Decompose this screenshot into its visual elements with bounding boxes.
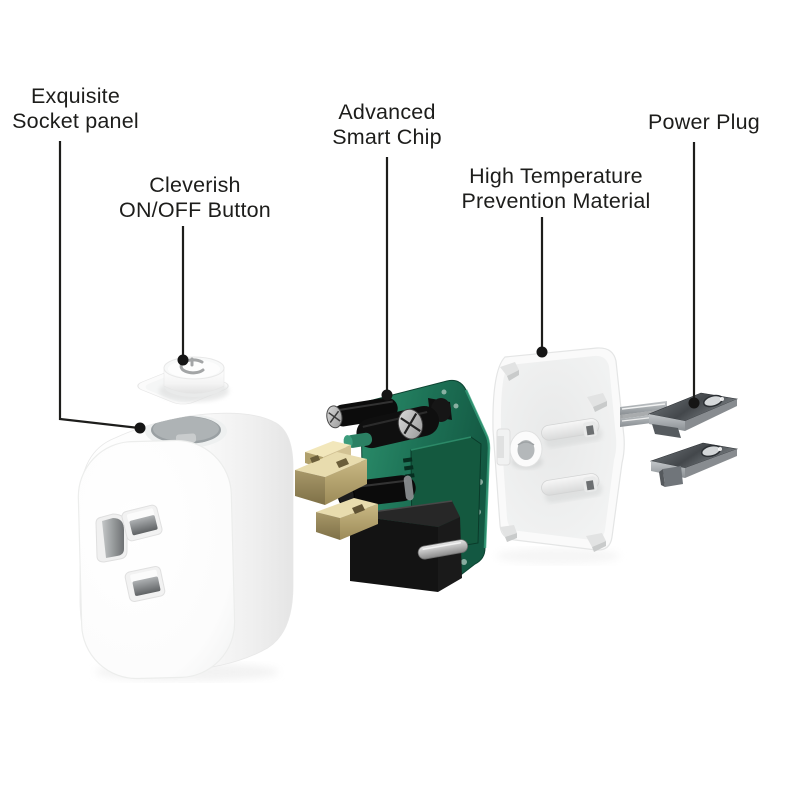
corner-clip-bottom-right (586, 533, 606, 552)
contact-slot (310, 455, 320, 463)
brass-contact-upper (295, 441, 367, 505)
callout-dots (134, 346, 700, 434)
corner-clip-top-right (587, 393, 607, 412)
onoff-button (137, 356, 229, 405)
plug-body (77, 412, 294, 681)
smart-chip-callout-dot (381, 389, 393, 401)
socket-panel-callout-line (58, 141, 140, 430)
label-line: Prevention Material (461, 189, 651, 213)
back-plate (492, 347, 625, 564)
back-plate-shadow (496, 548, 620, 564)
boss-slot-hole (586, 480, 595, 491)
socket-panel-callout-dot (134, 422, 146, 434)
boss-bar-lower (541, 473, 603, 503)
label-onoff-button: Cleverish ON/OFF Button (105, 173, 285, 223)
power-symbol-icon (179, 357, 205, 375)
side-bracket (496, 428, 511, 466)
label-socket-panel: Exquisite Socket panel (0, 84, 153, 134)
relay-box (349, 500, 462, 592)
top-recess (145, 414, 227, 448)
prong-lower (649, 442, 739, 487)
high-temp-callout-dot (536, 346, 548, 358)
label-high-temp-material: High Temperature Prevention Material (451, 164, 661, 214)
socket-panel-face (77, 439, 236, 680)
boss-slot-hole (586, 425, 595, 436)
capacitor-large (356, 405, 440, 449)
corner-clip-bottom-left (500, 525, 517, 542)
power-plug-prongs (620, 392, 739, 487)
pcb-assembly (295, 379, 491, 592)
metal-pin (417, 539, 469, 560)
corner-clip-top-left (500, 362, 519, 381)
button-cylinder (163, 356, 225, 397)
slot-upper (121, 504, 163, 542)
boss-bar-upper (541, 418, 603, 448)
brass-contact-lower (316, 498, 378, 540)
label-line: Exquisite (30, 84, 121, 108)
socket-face-holes (95, 504, 166, 602)
label-power-plug: Power Plug (629, 110, 779, 135)
label-line: Smart Chip (332, 125, 442, 149)
label-line: ON/OFF Button (119, 198, 271, 222)
contact-slot (352, 504, 365, 514)
callout-lines (58, 141, 696, 430)
slot-lower (124, 566, 166, 602)
ring-boss (509, 430, 543, 469)
onoff-button-callout-dot (177, 354, 189, 366)
contact-slot (336, 458, 349, 468)
label-smart-chip: Advanced Smart Chip (311, 100, 463, 150)
ground-hole (95, 513, 128, 563)
label-line: Advanced (338, 100, 436, 124)
label-line: High Temperature (469, 164, 643, 188)
label-line: Power Plug (648, 110, 760, 134)
power-plug-callout-dot (688, 397, 700, 409)
label-line: Socket panel (12, 109, 139, 133)
label-line: Cleverish (149, 173, 241, 197)
